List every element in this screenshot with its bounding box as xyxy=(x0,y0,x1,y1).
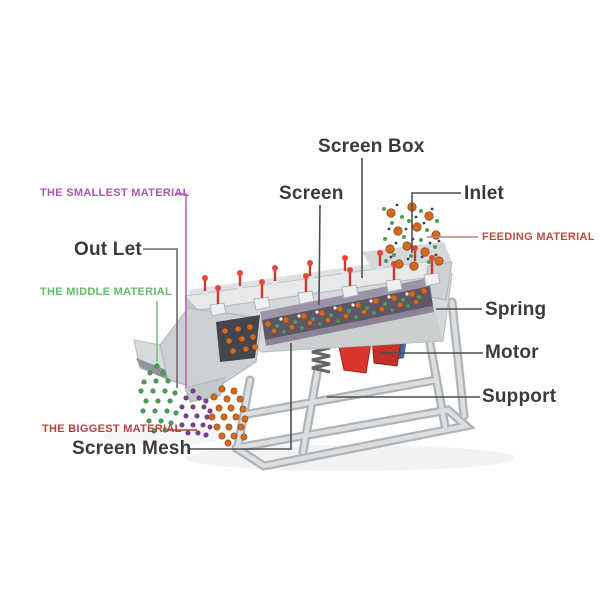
outlet-chute xyxy=(133,307,263,403)
leader-inlet xyxy=(411,192,461,253)
leader-screen xyxy=(318,204,321,306)
chute-particles-orange xyxy=(221,323,259,355)
label-support: Support xyxy=(482,386,557,407)
label-out-let: Out Let xyxy=(74,239,142,260)
label-middle-material: THE MIDDLE MATERIAL xyxy=(40,286,172,298)
label-screen-box: Screen Box xyxy=(318,136,425,157)
label-screen-mesh: Screen Mesh xyxy=(72,438,192,459)
label-inlet: Inlet xyxy=(464,183,505,204)
deck-particles-green xyxy=(275,295,421,334)
leader-screen-mesh xyxy=(190,343,292,450)
leader-out-let xyxy=(143,248,178,388)
label-smallest-material: THE SMALLEST MATERIAL xyxy=(40,187,190,199)
deck-particles-orange xyxy=(264,287,428,334)
deck-particles-white xyxy=(279,292,409,321)
label-motor: Motor xyxy=(485,342,539,363)
leader-smallest-material xyxy=(175,193,187,388)
stream-biggest-material xyxy=(208,385,249,447)
label-spring: Spring xyxy=(485,299,547,320)
label-screen: Screen xyxy=(279,183,344,204)
support-frame xyxy=(231,297,476,471)
stream-smallest-material xyxy=(179,388,213,438)
label-feeding-material: FEEDING MATERIAL xyxy=(482,231,595,243)
feeding-material-particles xyxy=(382,202,444,271)
label-biggest-material: THE BIGGEST MATERIAL xyxy=(42,423,182,435)
stream-middle-material xyxy=(138,363,179,434)
